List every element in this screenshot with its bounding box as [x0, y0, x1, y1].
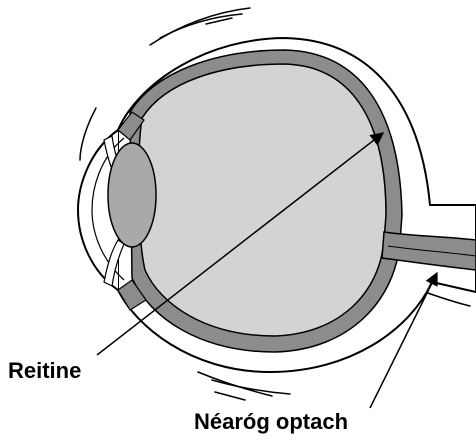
- retina-label: Reitine: [8, 358, 81, 383]
- vitreous-body: [138, 64, 386, 336]
- optic-nerve-label: Néaróg optach: [194, 409, 348, 434]
- lens: [108, 143, 156, 247]
